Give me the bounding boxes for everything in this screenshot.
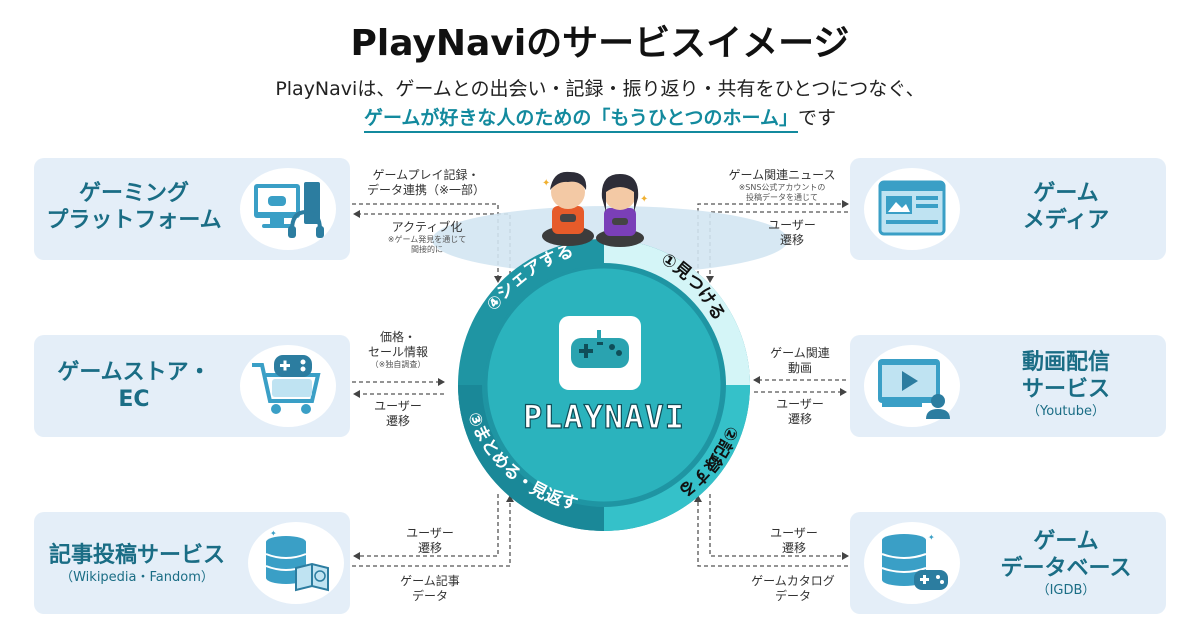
game-media-label: ゲーム メディア	[1022, 181, 1110, 233]
article-service-icon-bg: ✦	[248, 522, 344, 604]
platform-in-label: アクティブ化 ※ゲーム発見を通じて 間接的に	[387, 220, 467, 254]
subtitle-line1: PlayNaviは、ゲームとの出会い・記録・振り返り・共有をひとつにつなぐ、	[275, 78, 925, 100]
service-game-database: ✦ ゲーム データベース （IGDB）	[850, 512, 1166, 614]
game-store-icon-bg	[240, 345, 336, 427]
svg-text:✦: ✦	[270, 529, 277, 538]
article-service-note: （Wikipedia・Fandom）	[60, 570, 214, 585]
article-out-label: ゲーム記事データ	[400, 574, 460, 603]
shopping-cart-gamepad-icon	[252, 355, 321, 414]
game-store-label: ゲームストア・ EC	[57, 360, 211, 412]
media-in-label: ユーザー遷移	[768, 218, 816, 247]
gamer-characters-illustration: ✦ ✦	[542, 171, 648, 247]
video-service-note: （Youtube）	[1027, 404, 1105, 419]
article-service-label: 記事投稿サービス （Wikipedia・Fandom）	[34, 542, 240, 587]
article-out-arrow	[352, 495, 514, 567]
svg-text:✦: ✦	[928, 533, 935, 542]
service-game-media: ゲーム メディア	[850, 158, 1166, 260]
service-article-posting: 記事投稿サービス （Wikipedia・Fandom） ✦	[34, 512, 350, 614]
media-out-arrow	[697, 200, 849, 282]
store-in-label: ユーザー遷移	[374, 399, 422, 428]
cycle-segment-record	[604, 385, 750, 531]
video-out-label: ゲーム関連動画	[770, 346, 830, 375]
store-out-label: 価格・セール情報 （※独自調査）	[367, 330, 428, 369]
video-in-label: ユーザー遷移	[776, 397, 824, 426]
subtitle-highlight: ゲームが好きな人のための「もうひとつのホーム」	[364, 107, 798, 133]
service-gaming-platform: ゲーミング プラットフォーム	[34, 158, 350, 260]
game-database-label: ゲーム データベース （IGDB）	[966, 528, 1166, 600]
platform-out-label: ゲームプレイ記録・データ連携（※一部）	[366, 168, 486, 197]
game-media-icon-bg	[864, 168, 960, 250]
page-title: PlayNaviのサービスイメージ	[350, 23, 850, 64]
database-book-icon: ✦	[265, 529, 329, 592]
subtitle-suffix: です	[797, 107, 836, 129]
cycle-segment-summary	[458, 385, 604, 531]
gamepad-logo-icon	[571, 330, 629, 368]
video-player-icon	[878, 359, 950, 419]
video-service-label: 動画配信 サービス （Youtube）	[966, 349, 1166, 421]
game-database-icon-bg: ✦	[864, 522, 960, 604]
service-video-streaming: 動画配信 サービス （Youtube）	[850, 335, 1166, 437]
cycle-segment-discover	[604, 239, 750, 385]
news-article-icon	[878, 180, 946, 236]
article-in-label: ユーザー遷移	[406, 526, 454, 555]
svg-text:✦: ✦	[640, 194, 648, 205]
video-service-icon-bg	[864, 345, 960, 427]
subtitle-line2: ゲームが好きな人のための「もうひとつのホーム」です	[0, 103, 1200, 133]
media-out-label: ゲーム関連ニュース ※SNS公式アカウントの 投稿データを通じて	[728, 168, 836, 202]
db-in-label: ユーザー遷移	[770, 526, 818, 555]
game-database-note: （IGDB）	[1036, 583, 1096, 598]
svg-text:✦: ✦	[542, 178, 550, 189]
gaming-platform-icon-bg	[240, 168, 336, 250]
service-game-store: ゲームストア・ EC	[34, 335, 350, 437]
playnavi-logo-text: PLAYNAVI	[523, 398, 685, 436]
db-out-label: ゲームカタログデータ	[751, 574, 835, 603]
gaming-platform-label: ゲーミング プラットフォーム	[46, 181, 222, 233]
article-in-arrow	[353, 494, 499, 560]
db-in-arrow	[709, 494, 849, 560]
pc-headset-icon	[254, 182, 324, 238]
database-gamepad-icon: ✦	[881, 533, 948, 590]
db-out-arrow	[694, 495, 848, 567]
